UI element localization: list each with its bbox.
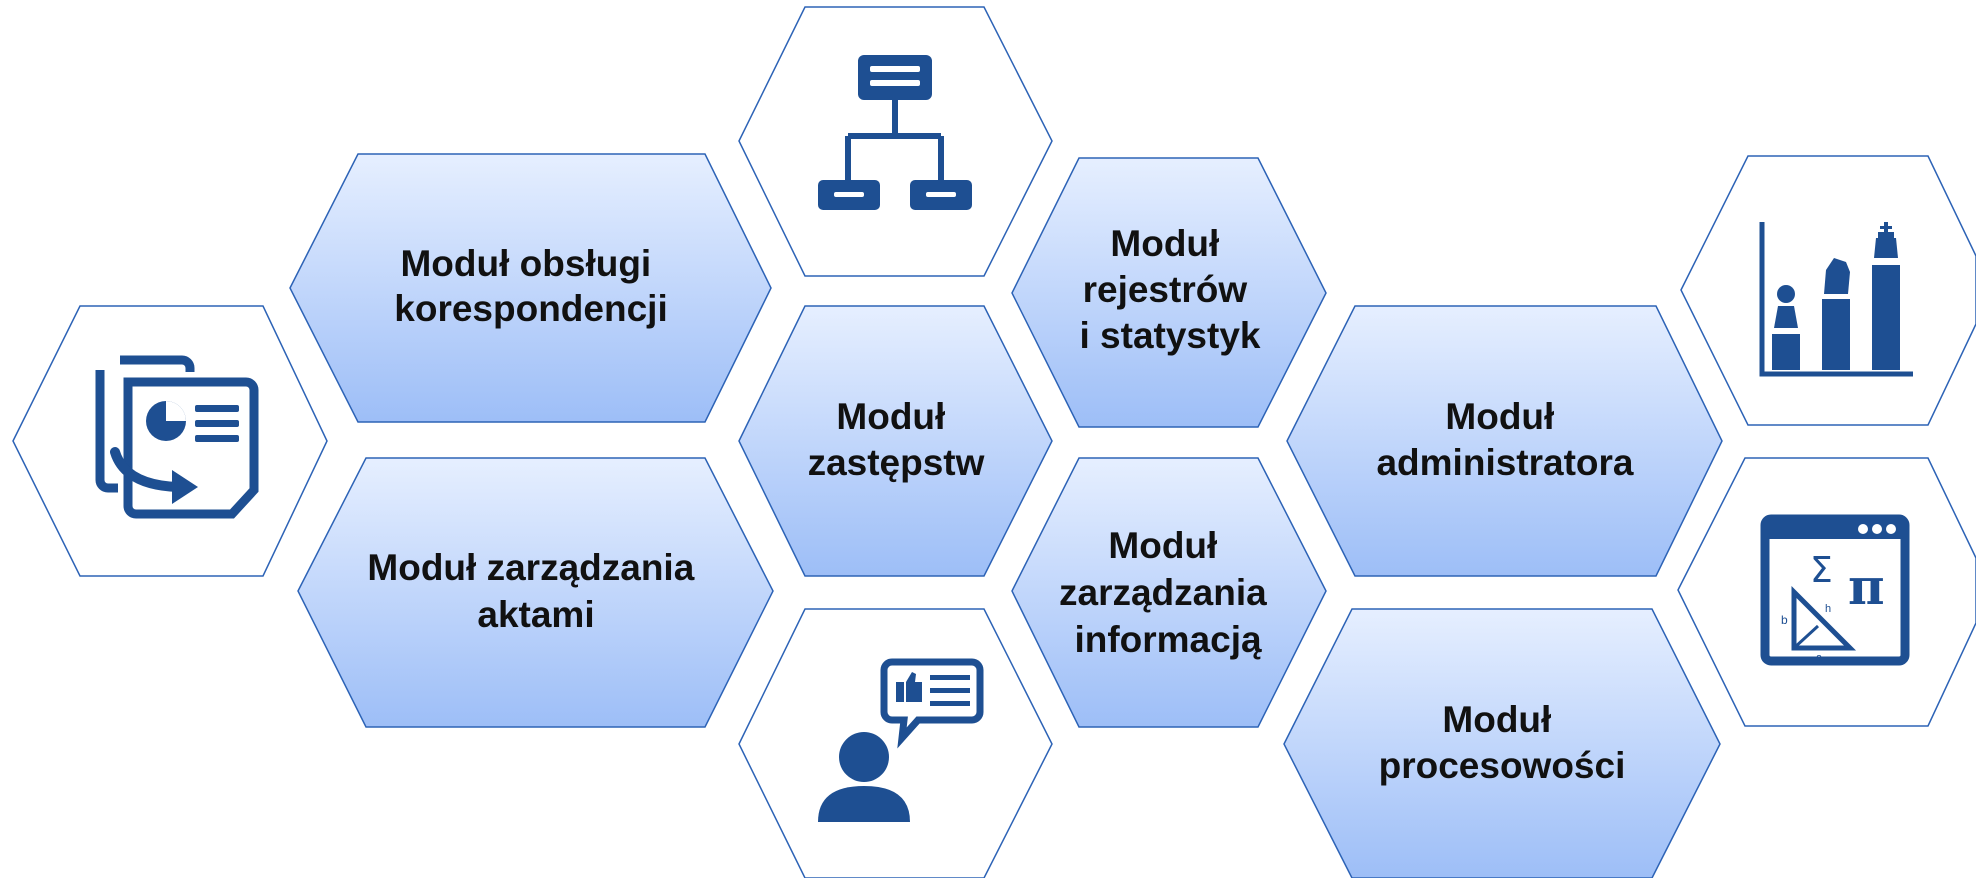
module-hexagon-rejestry[interactable] — [1011, 157, 1327, 428]
svg-text:Σ: Σ — [1810, 550, 1833, 591]
module-label-akta: Moduł zarządzania aktami — [367, 547, 704, 635]
module-hexagon-procesowosc[interactable] — [1283, 608, 1721, 878]
module-hexagon-zastepstwa[interactable] — [738, 305, 1053, 577]
org-chart-icon — [818, 55, 972, 210]
module-hexagon-administrator[interactable] — [1286, 305, 1723, 577]
math-window-icon: b h a Σ π — [1760, 514, 1910, 666]
module-label-administrator: Moduł administratora — [1376, 396, 1633, 483]
module-label-informacja: Moduł zarządzania informacją — [1059, 525, 1277, 660]
user-feedback-icon — [818, 658, 984, 822]
icon-hexagon-documents — [12, 305, 328, 577]
documents-transfer-icon — [95, 355, 259, 519]
module-hexagon-akta[interactable] — [297, 457, 774, 728]
icon-hexagon-feedback — [738, 608, 1053, 878]
svg-text:b: b — [1781, 613, 1788, 627]
svg-text:h: h — [1825, 603, 1831, 615]
icon-hexagon-hierarchy — [738, 6, 1053, 277]
module-label-korespondencja: Moduł obsługi korespondencji — [394, 243, 667, 329]
module-label-rejestry: Moduł rejestrów i statystyk — [1080, 223, 1261, 356]
svg-text:π: π — [1848, 557, 1885, 616]
module-hexagon-informacja[interactable] — [1011, 457, 1327, 728]
module-label-procesowosc: Moduł procesowości — [1379, 699, 1626, 786]
svg-text:a: a — [1816, 652, 1823, 664]
module-hexagon-korespondencja[interactable] — [289, 153, 772, 423]
module-label-zastepstwa: Moduł zastępstw — [808, 396, 985, 483]
chess-chart-icon — [1759, 222, 1913, 377]
